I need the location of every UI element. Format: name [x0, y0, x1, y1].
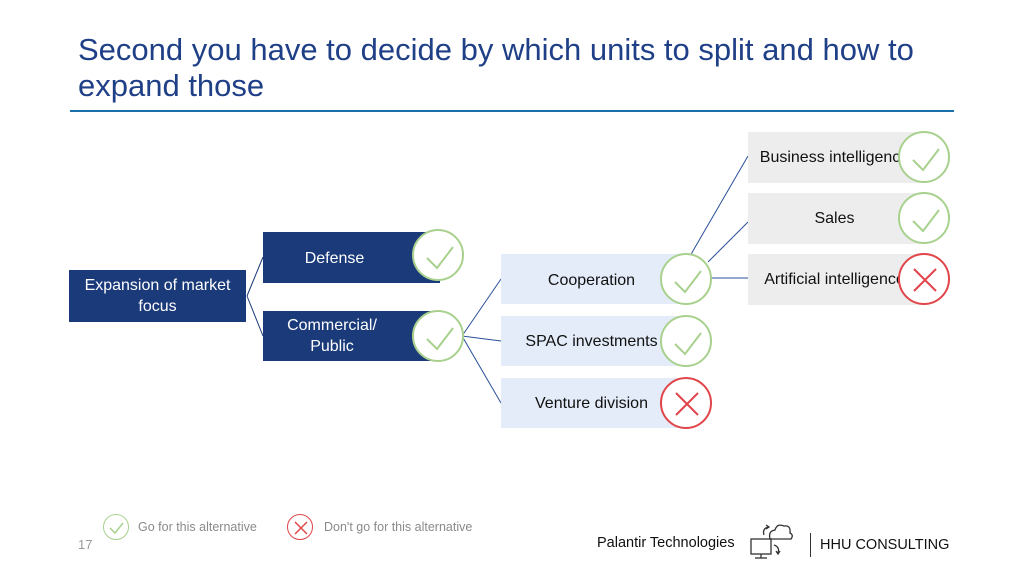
- cross-icon: [898, 253, 950, 305]
- node-spac-label: SPAC investments: [525, 332, 658, 350]
- node-spac-investments: SPAC investments: [501, 316, 686, 366]
- legend-go-label: Go for this alternative: [138, 520, 257, 534]
- node-business-intelligence: Business intelligence: [748, 132, 925, 183]
- node-sales: Sales: [748, 193, 925, 244]
- link-cooperation-bi: [689, 155, 749, 257]
- cloud-computer-icon: [748, 521, 794, 568]
- check-icon: [660, 315, 712, 367]
- title-divider: [70, 110, 954, 112]
- cross-icon: [287, 514, 313, 540]
- node-cooperation-label: Cooperation: [547, 272, 636, 289]
- check-icon: [103, 514, 129, 540]
- check-icon: [412, 310, 464, 362]
- node-venture-division: Venture division: [501, 378, 686, 428]
- link-commercial-spac: [461, 335, 502, 342]
- page-number: 17: [78, 537, 93, 552]
- slide-title: Second you have to decide by which units…: [78, 32, 914, 103]
- check-icon: [660, 253, 712, 305]
- node-venture-label: Venture division: [535, 394, 648, 412]
- link-root-defense: [246, 256, 264, 297]
- root-label: Expansion of market focus: [84, 277, 231, 315]
- node-commercial-public-label: Commercial/ Public: [287, 317, 377, 355]
- brand-name: HHU CONSULTING: [820, 537, 950, 553]
- node-defense: Defense: [263, 232, 440, 283]
- node-defense-label: Defense: [304, 250, 365, 267]
- node-artificial-intelligence: Artificial intelligence: [748, 254, 925, 305]
- company-name: Palantir Technologies: [597, 535, 735, 551]
- check-icon: [898, 192, 950, 244]
- root-node: Expansion of market focus: [69, 270, 246, 322]
- footer-divider: [810, 533, 811, 557]
- cross-icon: [660, 377, 712, 429]
- node-business-intelligence-label: Business intelligence: [759, 149, 910, 166]
- link-commercial-venture: [461, 335, 502, 404]
- node-artificial-intelligence-label: Artificial intelligence: [764, 271, 905, 288]
- node-cooperation: Cooperation: [501, 254, 686, 304]
- link-root-commercial: [246, 295, 264, 337]
- node-commercial-public: Commercial/ Public: [263, 311, 440, 361]
- node-sales-label: Sales: [814, 210, 855, 227]
- link-commercial-cooperation: [461, 278, 502, 337]
- check-icon: [412, 229, 464, 281]
- check-icon: [898, 131, 950, 183]
- link-cooperation-sales: [707, 221, 749, 263]
- legend-nogo-label: Don't go for this alternative: [324, 520, 473, 534]
